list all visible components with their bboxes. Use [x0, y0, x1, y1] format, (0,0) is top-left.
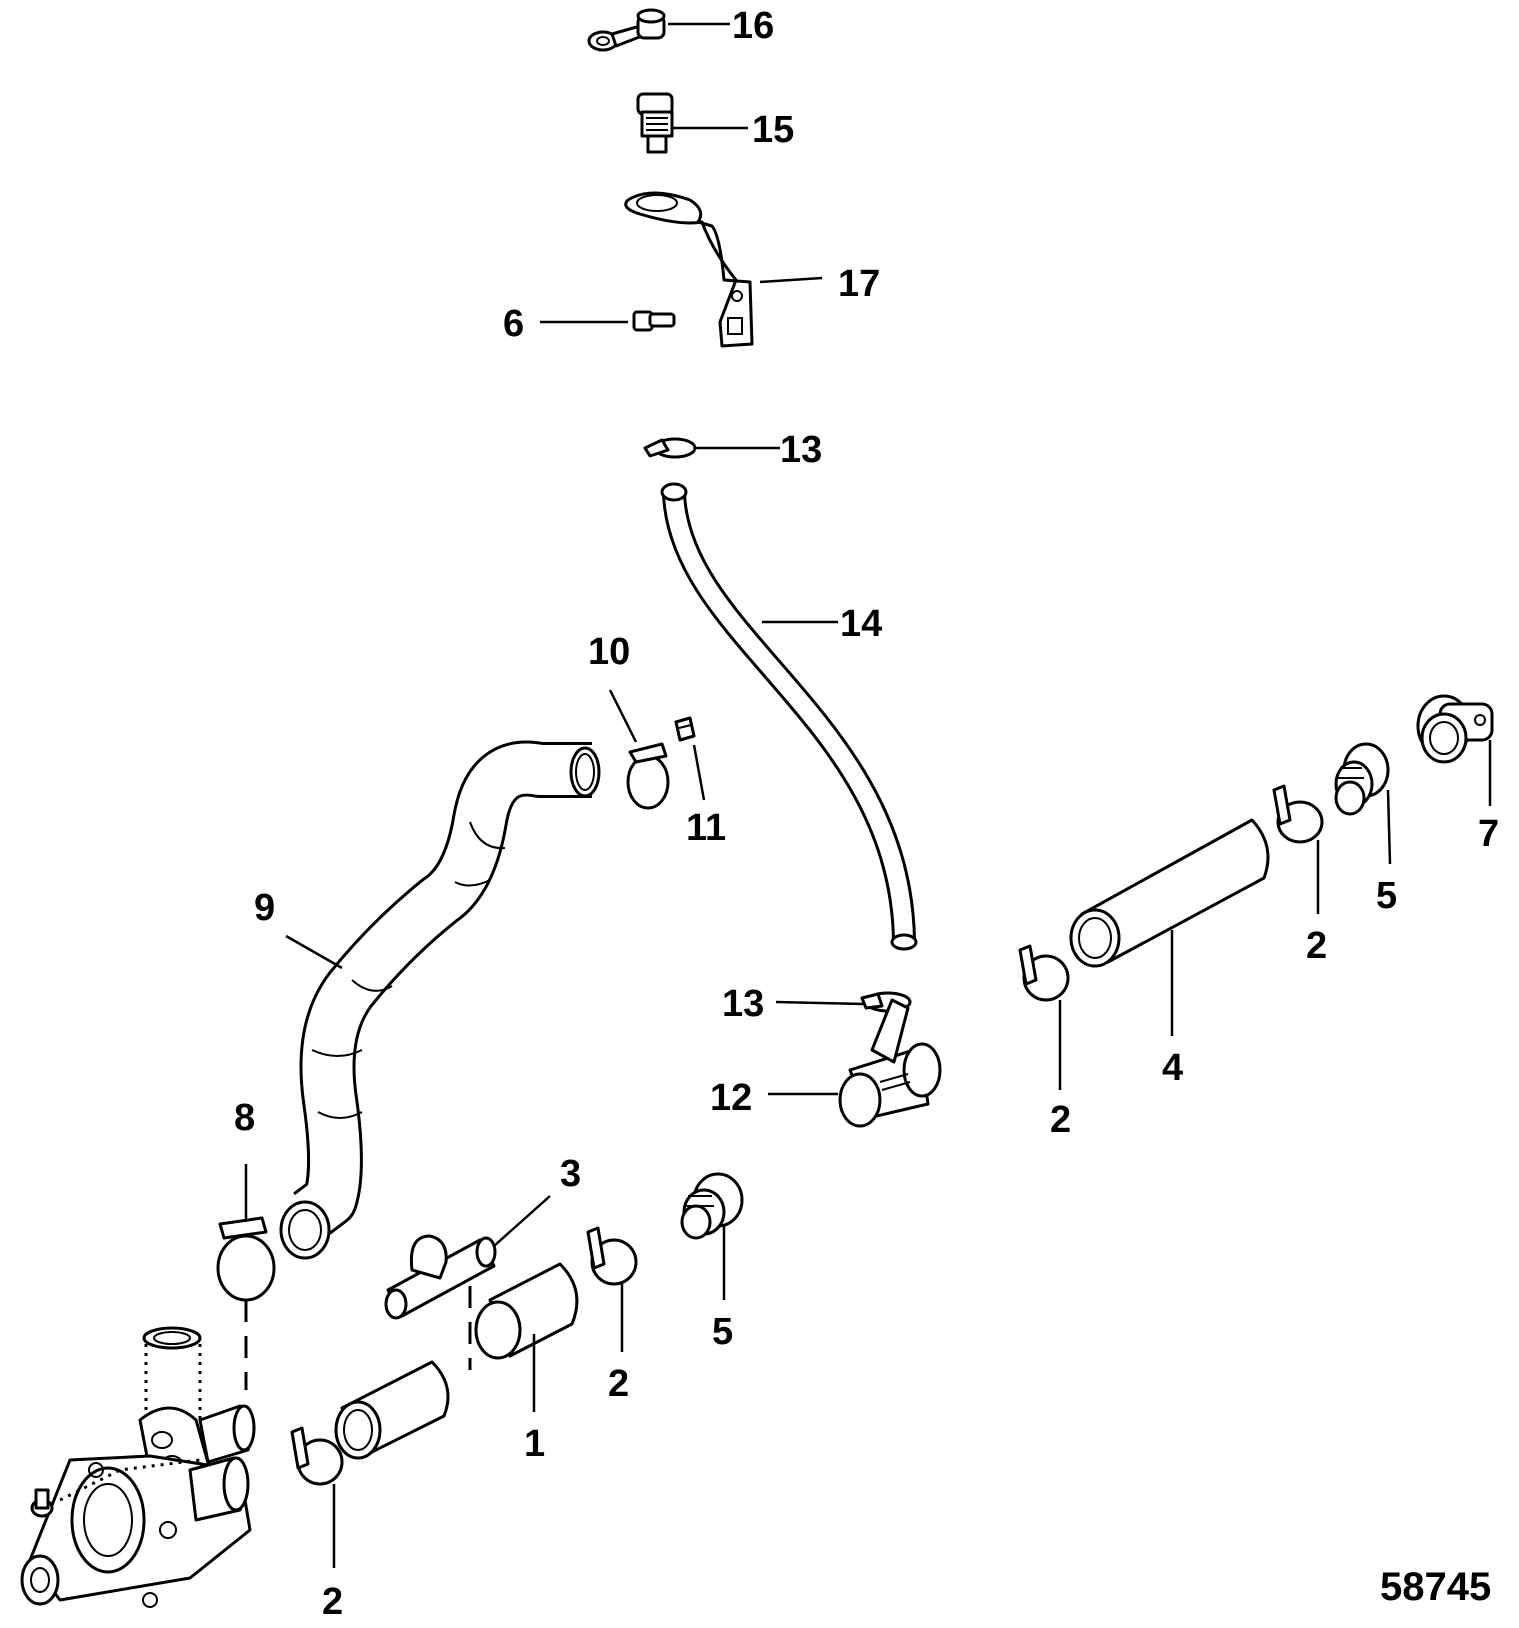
callout-10: 10 — [588, 631, 630, 673]
part-3-tee-fitting — [384, 1234, 497, 1320]
callout-16: 16 — [732, 5, 774, 47]
callout-5-upper: 5 — [1376, 875, 1397, 917]
part-16-cap — [587, 8, 666, 52]
callout-2-c: 2 — [608, 1363, 629, 1405]
leader-13b — [775, 1000, 865, 1006]
part-5-fitting-lower — [680, 1172, 744, 1240]
callout-12: 12 — [710, 1077, 752, 1119]
callout-3: 3 — [560, 1153, 581, 1195]
leader-5a — [1386, 789, 1392, 865]
part-2-clamp-b — [1018, 944, 1070, 1002]
part-5-fitting-upper — [1334, 742, 1390, 816]
part-13-clamp-upper — [643, 437, 697, 459]
callout-2-a: 2 — [1306, 925, 1327, 967]
callout-8: 8 — [234, 1097, 255, 1139]
callout-2-d: 2 — [322, 1581, 343, 1623]
part-7-fitting — [1416, 694, 1494, 764]
part-15-fitting — [636, 92, 674, 154]
callout-2-b: 2 — [1050, 1099, 1071, 1141]
part-12-tee-fitting — [838, 998, 942, 1128]
callout-17: 17 — [838, 263, 880, 305]
part-17-bracket — [624, 191, 754, 348]
leader-11 — [692, 744, 706, 801]
callout-13-upper: 13 — [780, 429, 822, 471]
part-8-clamp — [216, 1216, 276, 1302]
callout-6: 6 — [503, 303, 524, 345]
callout-1: 1 — [524, 1423, 545, 1465]
callout-14: 14 — [840, 603, 882, 645]
callout-13-lower: 13 — [722, 983, 764, 1025]
part-2-clamp-a — [1272, 784, 1324, 844]
pump-assembly — [20, 1326, 256, 1608]
callout-9: 9 — [254, 887, 275, 929]
part-1-hose-lower — [334, 1360, 450, 1460]
figure-number: 58745 — [1380, 1565, 1491, 1609]
part-2-clamp-c — [586, 1226, 638, 1286]
part-1-hose-upper — [474, 1262, 579, 1360]
callout-4: 4 — [1162, 1047, 1183, 1089]
callout-11: 11 — [686, 807, 726, 849]
leader-10 — [608, 689, 638, 743]
callout-5-lower: 5 — [712, 1311, 733, 1353]
part-2-clamp-d — [290, 1426, 344, 1486]
part-9-formed-hose — [279, 740, 601, 1260]
callout-15: 15 — [752, 109, 794, 151]
callout-7: 7 — [1478, 813, 1499, 855]
leader-9 — [285, 934, 343, 970]
part-10-clamp — [626, 742, 670, 810]
part-11-screw — [674, 716, 696, 742]
leader-3 — [493, 1195, 551, 1247]
part-14-long-hose — [660, 482, 918, 951]
part-6-bolt — [632, 310, 676, 332]
leader-17 — [759, 276, 823, 284]
part-4-straight-hose — [1069, 818, 1270, 968]
